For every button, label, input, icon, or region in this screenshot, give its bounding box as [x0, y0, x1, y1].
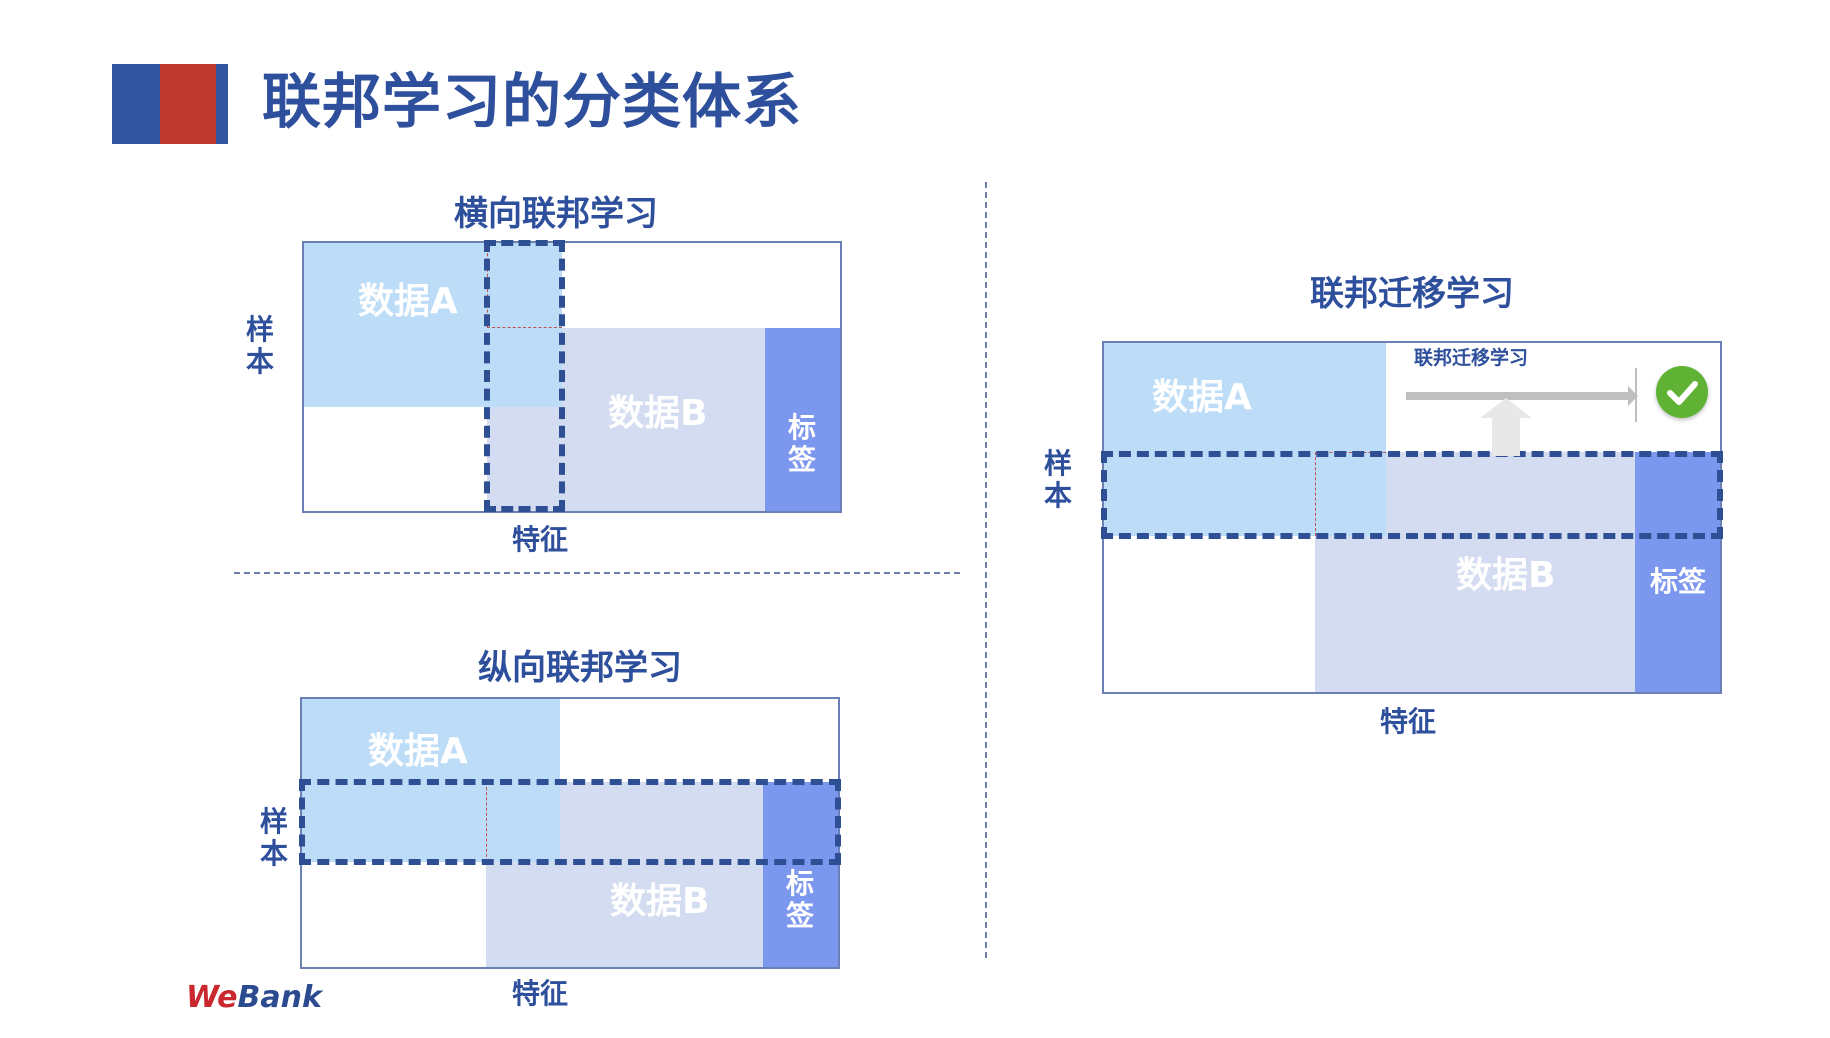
horizontal-overlap-dashed-highlight — [484, 240, 565, 512]
horizontal-divider — [234, 572, 960, 574]
vertical-label-text: 标签 — [785, 867, 814, 932]
vertical-boundary-line — [486, 782, 487, 862]
horizontal-overlap-block — [487, 328, 562, 407]
webank-logo-we: We — [186, 980, 238, 1015]
vertical-features-label: 特征 — [512, 977, 569, 1010]
vertical-data-b-label: 数据B — [610, 881, 710, 922]
transfer-overlap-block — [1315, 452, 1386, 536]
transfer-features-label: 特征 — [1380, 705, 1437, 738]
horizontal-fl-title: 横向联邦学习 — [454, 194, 658, 234]
webank-logo-bank: Bank — [237, 980, 322, 1015]
horizontal-features-label: 特征 — [512, 523, 569, 556]
transfer-data-b-label: 数据B — [1456, 555, 1556, 596]
horizontal-boundary-line-h — [487, 327, 562, 328]
transfer-fl-title: 联邦迁移学习 — [1310, 274, 1514, 314]
transfer-arrow-icon — [1406, 368, 1638, 456]
webank-logo: WeBank — [186, 980, 322, 1016]
vertical-divider — [985, 182, 987, 958]
vertical-fl-title: 纵向联邦学习 — [478, 648, 682, 688]
transfer-label-column — [1635, 452, 1720, 692]
vertical-data-a-label: 数据A — [368, 731, 468, 772]
transfer-arrow-caption: 联邦迁移学习 — [1414, 347, 1529, 369]
logo-block-red — [160, 64, 216, 144]
transfer-label-text: 标签 — [1649, 565, 1706, 598]
vertical-overlap-block — [486, 782, 560, 862]
transfer-overlap-dashed-highlight — [1101, 451, 1723, 539]
transfer-data-a-label: 数据A — [1152, 377, 1252, 418]
vertical-label-column — [763, 782, 838, 967]
vertical-samples-label: 样本 — [259, 805, 288, 870]
horizontal-label-text: 标签 — [787, 411, 816, 476]
horizontal-data-a-label: 数据A — [358, 281, 458, 322]
check-circle-icon — [1656, 366, 1708, 418]
transfer-samples-label: 样本 — [1043, 447, 1072, 512]
horizontal-label-column — [765, 328, 840, 511]
page-title: 联邦学习的分类体系 — [262, 67, 803, 136]
horizontal-data-b-label: 数据B — [608, 393, 708, 434]
horizontal-samples-label: 样本 — [245, 313, 274, 378]
transfer-boundary-line — [1315, 452, 1316, 536]
vertical-overlap-dashed-highlight — [299, 779, 841, 865]
